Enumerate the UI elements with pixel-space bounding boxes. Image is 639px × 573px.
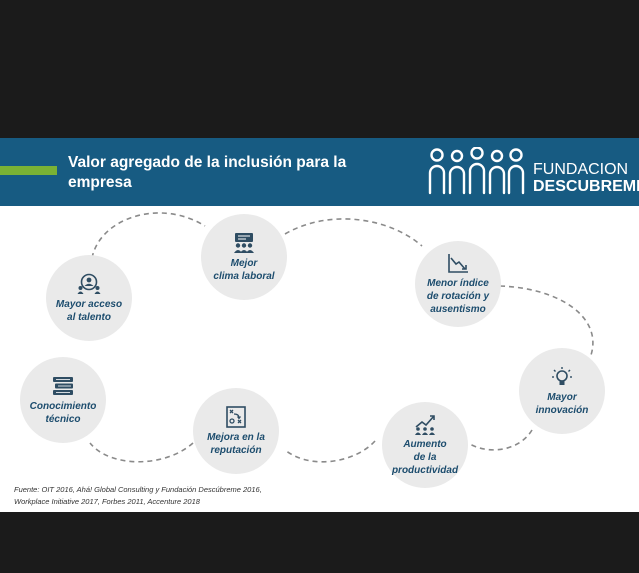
node-mejora-reputacion: Mejora en la reputación — [193, 388, 279, 474]
accent-bar — [0, 166, 57, 175]
dashed-connectors — [89, 212, 594, 463]
node-mayor-innovacion: Mayor innovación — [519, 348, 605, 434]
node-label: Mayor acceso al talento — [55, 298, 123, 323]
node-mejor-clima-laboral: Mejor clima laboral — [201, 214, 287, 300]
talent-search-icon — [77, 273, 101, 294]
fundacion-descubreme-logo: FUNDACION DESCUBREME — [428, 147, 639, 197]
node-aumento-productividad: Aumento de la productividad — [382, 402, 468, 488]
books-icon — [53, 376, 73, 395]
node-label: Menor índice de rotación y ausentismo — [426, 278, 490, 315]
slide: Valor agregado de la inclusión para la e… — [0, 138, 639, 512]
node-label: Mejor clima laboral — [213, 257, 275, 282]
node-mayor-acceso-talento: Mayor acceso al talento — [46, 255, 132, 341]
node-label: Conocimiento técnico — [29, 400, 97, 425]
node-conocimiento-tecnico: Conocimiento técnico — [20, 357, 106, 443]
node-label: Aumento de la productividad — [391, 439, 459, 476]
logo-text-line2: DESCUBREME — [533, 178, 639, 195]
lightbulb-icon — [552, 366, 572, 385]
logo-text-line1: FUNDACION — [533, 161, 629, 178]
source-footnote: Fuente: OIT 2016, Ahá! Global Consulting… — [14, 485, 262, 506]
people-logo-icon — [428, 147, 525, 195]
node-label: Mayor innovación — [535, 391, 589, 416]
header-band: Valor agregado de la inclusión para la e… — [0, 138, 639, 206]
strategy-board-icon — [226, 405, 246, 428]
team-growth-icon — [415, 415, 435, 435]
node-label: Mejora en la reputación — [207, 431, 265, 456]
group-presentation-icon — [234, 232, 254, 253]
declining-chart-icon — [448, 254, 468, 273]
node-menor-indice-rotacion: Menor índice de rotación y ausentismo — [415, 241, 501, 327]
slide-title: Valor agregado de la inclusión para la e… — [68, 154, 347, 191]
